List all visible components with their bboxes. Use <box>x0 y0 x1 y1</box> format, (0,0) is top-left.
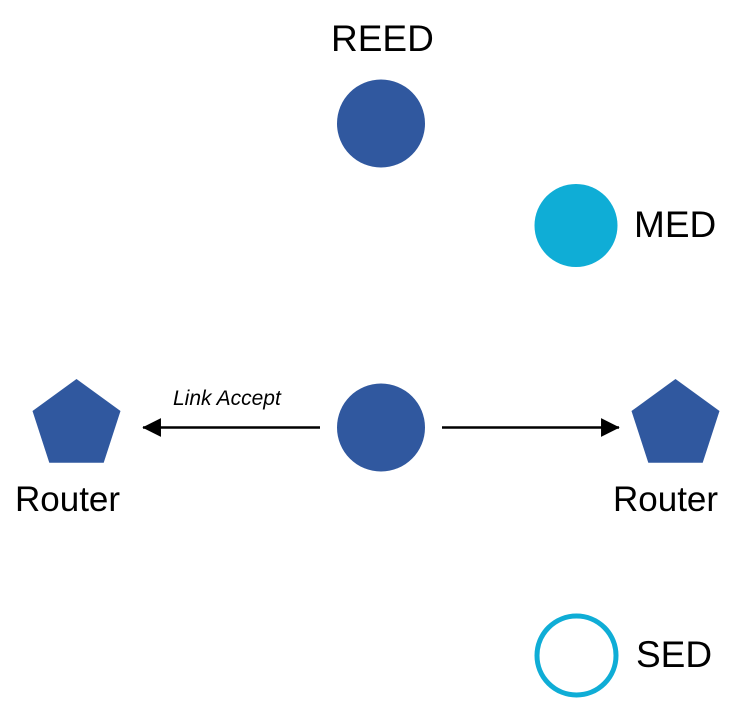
node-router-left-pentagon <box>32 379 121 463</box>
node-leader-circle <box>337 383 425 472</box>
node-med-circle <box>534 184 618 267</box>
node-label-reed: REED <box>331 18 434 59</box>
node-sed-circle <box>534 613 619 698</box>
node-label-router-left: Router <box>15 480 121 519</box>
node-label-sed: SED <box>636 634 713 675</box>
edge-label-link-accept: Link Accept <box>173 387 281 410</box>
node-reed-circle <box>337 79 425 168</box>
node-router-right-pentagon <box>631 379 720 463</box>
node-label-router-right: Router <box>613 480 719 519</box>
node-label-med: MED <box>634 204 717 245</box>
